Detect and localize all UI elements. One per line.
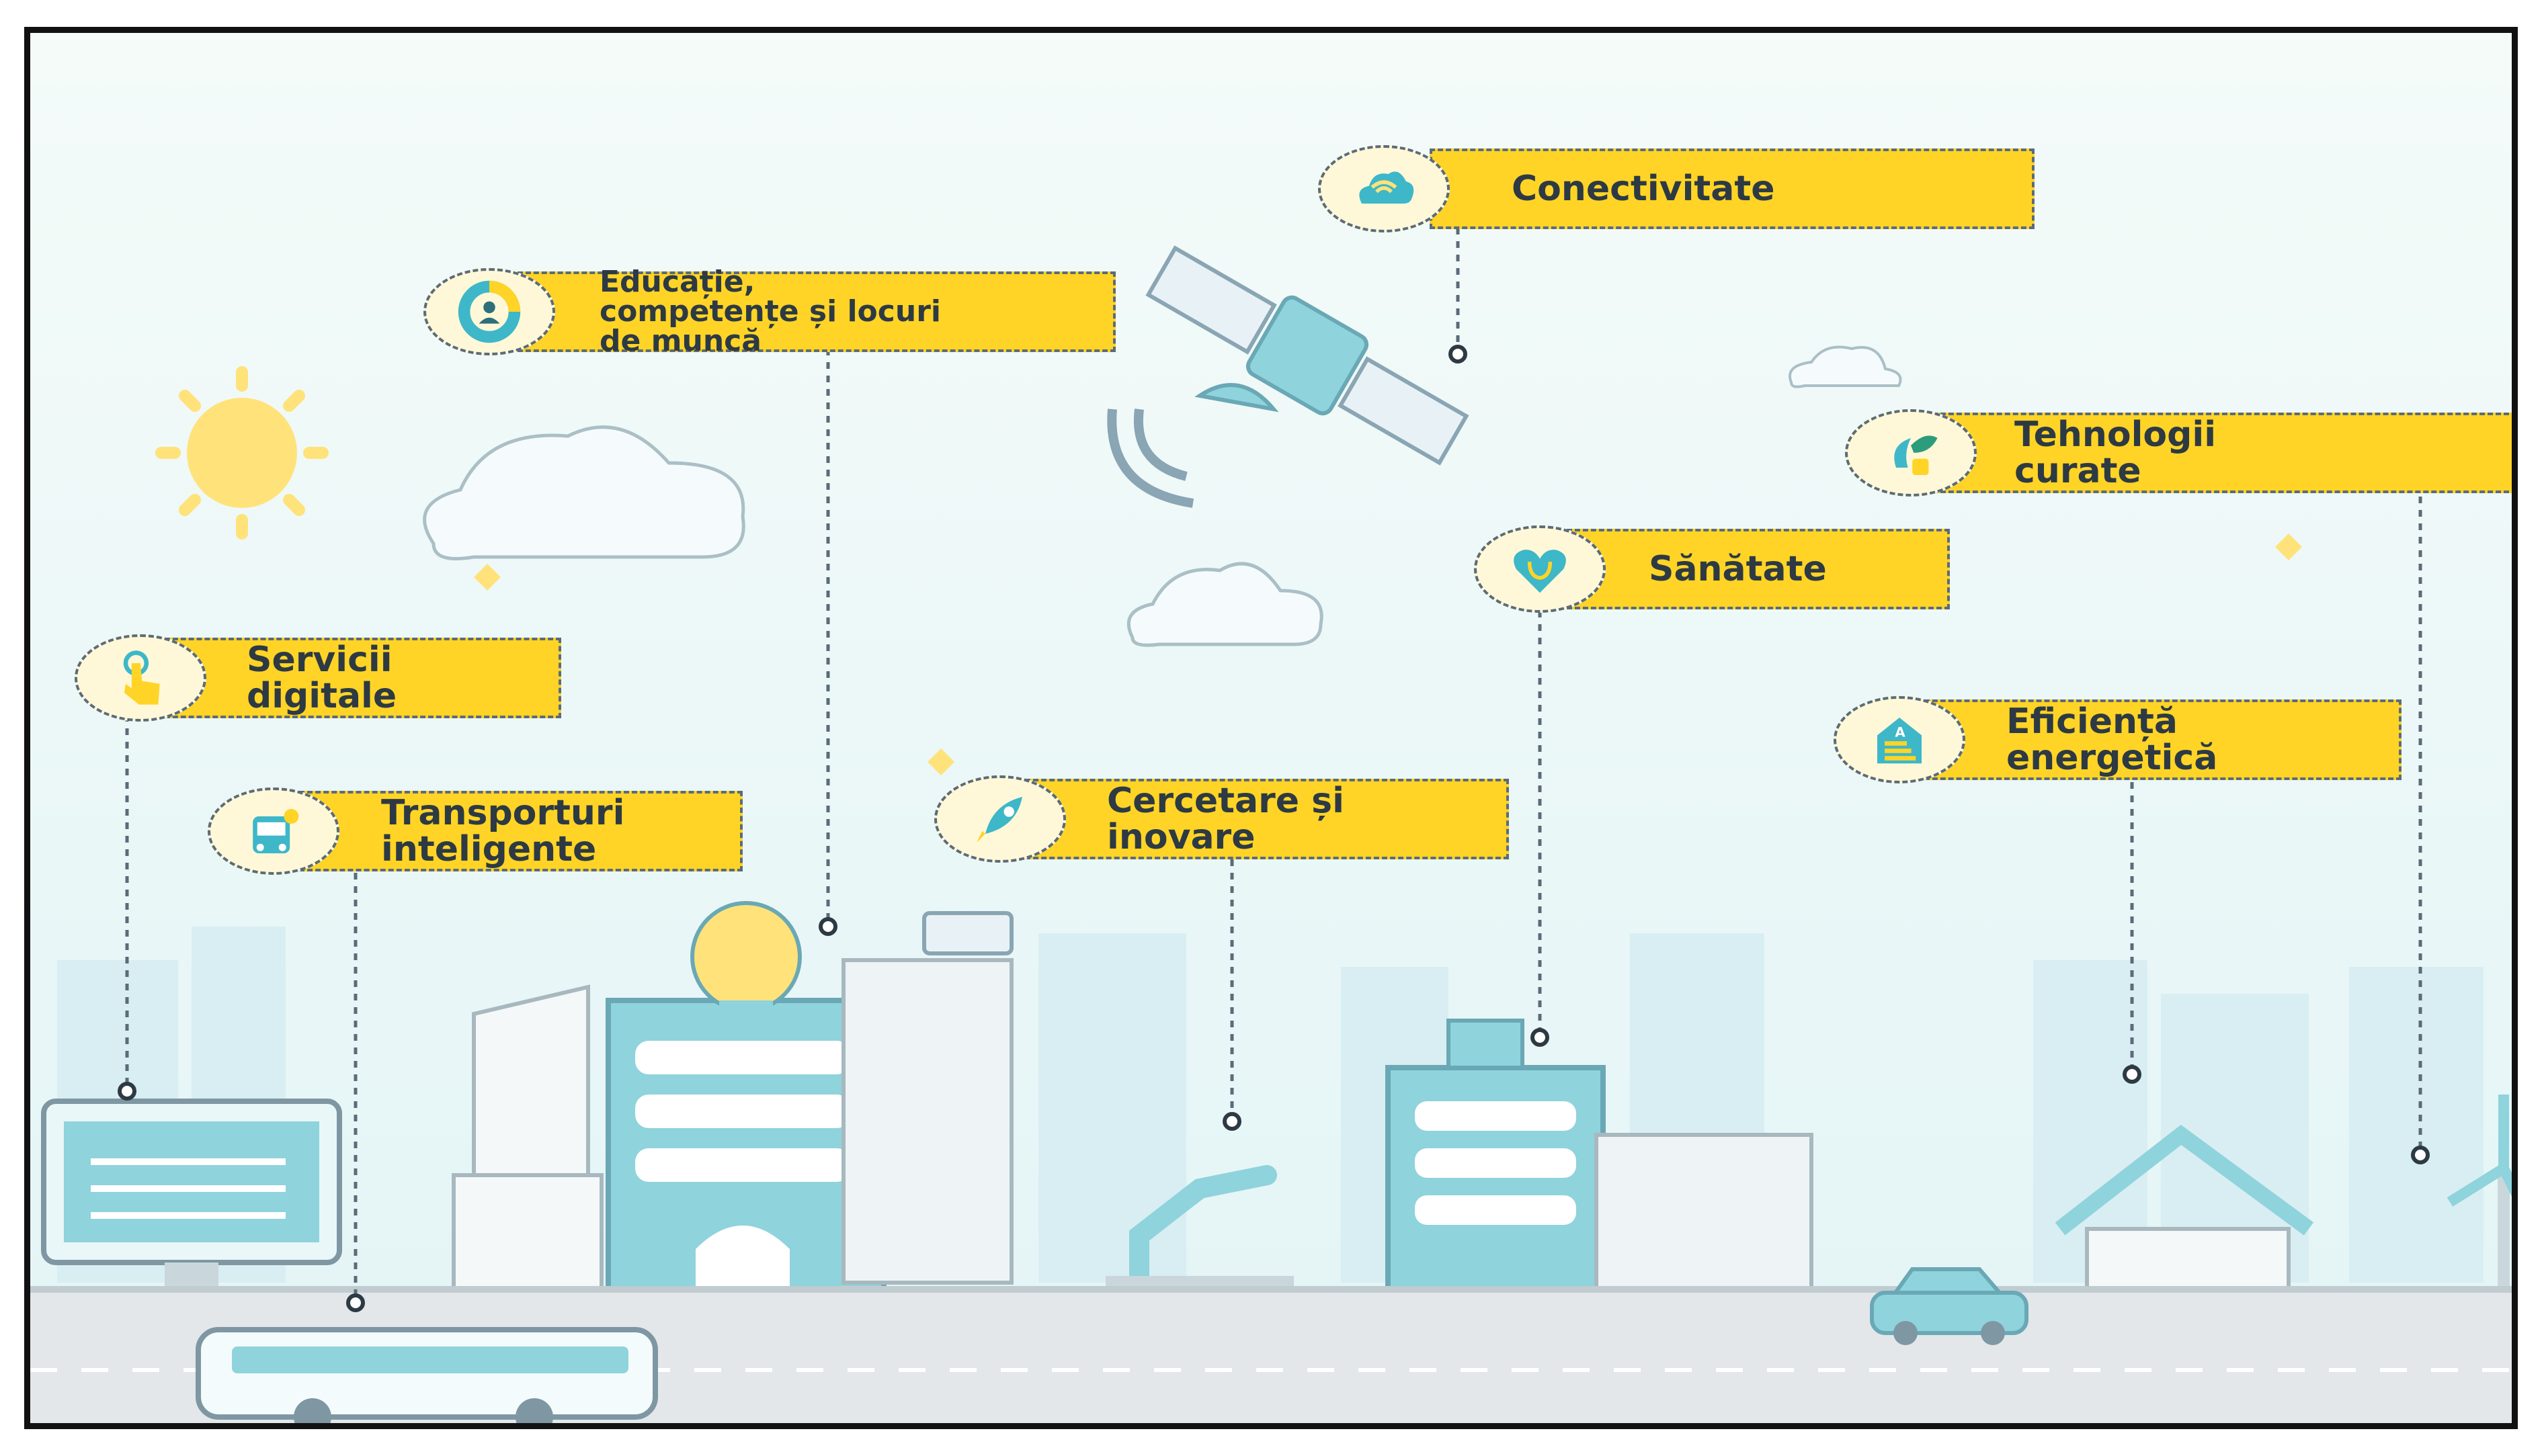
heart-stethoscope-icon [1474,525,1606,613]
bus-vehicle [196,1327,658,1423]
label-transport: Transporturi inteligente [299,791,743,871]
cloud-large [423,425,745,560]
donut-person-icon [423,268,555,355]
label-eficienta: Eficiență energetică [1924,699,2402,780]
label-transport-text: Transporturi inteligente [381,793,625,869]
connector-lines [125,228,2422,1299]
cloud-small [1789,345,1902,388]
label-cercetare-text: Cercetare și inovare [1107,781,1344,857]
svg-text:A: A [1895,725,1905,740]
label-sanatate-text: Sănătate [1649,549,1827,589]
label-educatie: Educație, competențe și locuri de muncă [518,267,1116,356]
leaf-plug-icon [1845,409,1977,497]
label-sanatate: Sănătate [1567,529,1950,609]
illustration-frame: Conectivitate Educație, competențe și lo… [24,27,2518,1429]
label-tehnologii: Tehnologii curate [1932,413,2512,493]
buildings [41,901,2512,1303]
touch-hand-icon [75,634,206,722]
label-eficienta-text: Eficiență energetică [2006,701,2218,778]
connector-dots [118,345,2430,1312]
label-cercetare: Cercetare și inovare [1025,779,1509,859]
energy-label-icon: A [1834,696,1965,783]
car-vehicle [1870,1267,2028,1345]
bus-icon [208,787,339,875]
label-conectivitate-text: Conectivitate [1512,169,1775,209]
sun-icon [155,366,329,540]
label-servicii: Servicii digitale [165,638,561,718]
rocket-icon [934,775,1066,863]
label-servicii-text: Servicii digitale [247,640,397,716]
cloud-medium [1126,562,1323,647]
cloud-wifi-icon [1318,145,1450,232]
label-conectivitate: Conectivitate [1430,148,2035,229]
label-tehnologii-text: Tehnologii curate [2014,415,2217,491]
label-educatie-text: Educație, competențe și locuri de muncă [600,265,941,358]
satellite-icon [1107,245,1469,508]
